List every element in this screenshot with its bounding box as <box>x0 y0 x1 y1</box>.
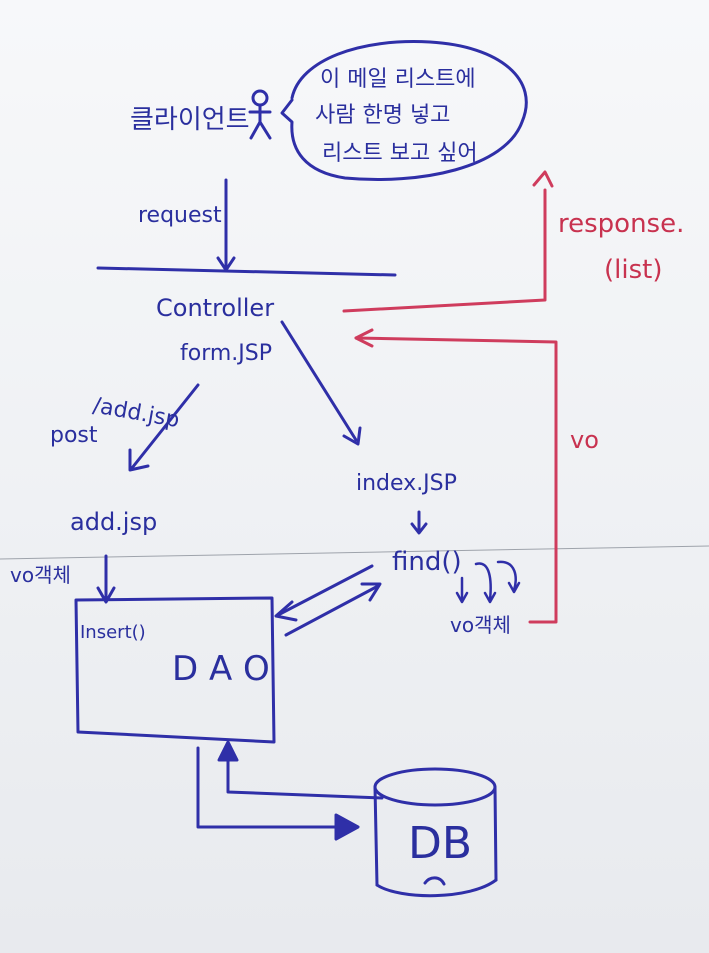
post-label: post <box>50 423 98 448</box>
index-jsp-label: index.JSP <box>356 471 457 496</box>
vo-object-left-label: vo객체 <box>10 563 71 587</box>
client-label: 클라이언트 <box>130 105 250 135</box>
vo-label: vo <box>570 426 599 454</box>
form-jsp-label: form.JSP <box>180 341 272 366</box>
vo-object-right-label: vo객체 <box>450 613 511 637</box>
add-jsp-label: add.jsp <box>70 508 157 536</box>
controller-to-index-arrow <box>280 320 362 446</box>
speech-bubble <box>280 40 528 182</box>
controller-to-add-arrow <box>128 383 200 472</box>
request-label: request <box>138 203 222 228</box>
dao-label: D A O <box>172 649 270 689</box>
add-to-dao-arrow <box>96 554 116 604</box>
board-seam <box>0 545 709 560</box>
db-label: DB <box>408 818 472 869</box>
response-sub-label: (list) <box>604 255 662 285</box>
dao-box <box>74 596 276 744</box>
find-to-vo-arrows <box>455 560 521 604</box>
response-arrow <box>342 170 554 313</box>
vo-return-arrow <box>354 328 558 624</box>
find-label: find() <box>392 547 462 577</box>
controller-label: Controller <box>156 294 274 322</box>
system-boundary-line <box>96 266 397 277</box>
client-figure-icon <box>248 89 272 140</box>
speech-line-3: 리스트 보고 싶어 <box>322 141 478 166</box>
response-label: response. <box>558 209 684 239</box>
dao-db-arrows <box>196 740 384 841</box>
speech-line-2: 사람 한명 넣고 <box>315 103 450 128</box>
find-dao-arrows <box>274 564 382 637</box>
speech-line-1: 이 메일 리스트에 <box>320 67 476 92</box>
db-cylinder-icon <box>373 767 498 898</box>
add-path-label: /add.jsp <box>91 393 181 433</box>
index-to-find-arrow <box>410 510 428 535</box>
insert-label: Insert() <box>80 622 146 643</box>
